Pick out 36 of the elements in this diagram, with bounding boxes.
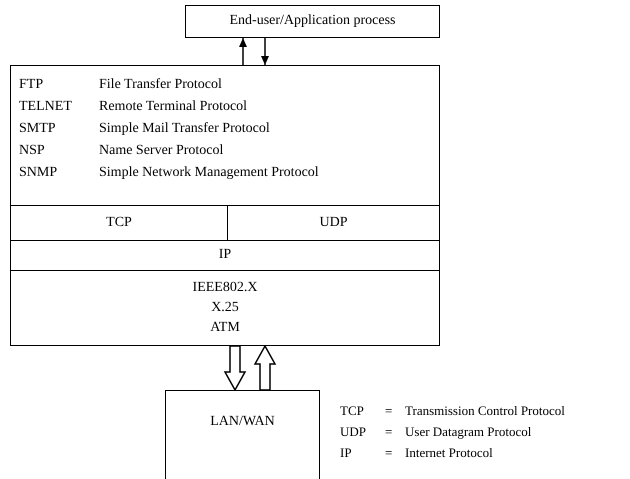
layer-text: End-user/Application process <box>228 12 396 29</box>
block-arrow <box>224 345 246 392</box>
legend-text: User Datagram Protocol <box>405 423 532 440</box>
legend-text: = <box>385 444 392 461</box>
legend-text: IP <box>340 444 352 461</box>
layer-text: SMTP <box>19 120 56 137</box>
legend-text: Transmission Control Protocol <box>405 402 565 419</box>
layer-text: NSP <box>19 142 45 159</box>
layer-text: UDP <box>318 214 348 230</box>
layer-text: IP <box>218 246 232 263</box>
layer-text: File Transfer Protocol <box>99 76 222 93</box>
layer-text: X.25 <box>210 298 240 316</box>
layer-text: LAN/WAN <box>209 413 276 430</box>
network-box <box>165 390 320 479</box>
layer-text: TELNET <box>19 98 72 115</box>
layer-text: ATM <box>209 318 241 336</box>
layer-text: TCP <box>105 214 133 230</box>
layer-text: SNMP <box>19 164 58 181</box>
layer-text: IEEE802.X <box>192 278 258 296</box>
legend-text: TCP <box>340 402 364 419</box>
layer-text: Name Server Protocol <box>99 142 224 159</box>
layer-text: Simple Network Management Protocol <box>99 164 319 181</box>
layer-text: Remote Terminal Protocol <box>99 98 248 115</box>
legend-text: = <box>385 423 392 440</box>
legend-text: UDP <box>340 423 366 440</box>
layer-text: Simple Mail Transfer Protocol <box>99 120 270 137</box>
protocol-layer <box>10 65 440 206</box>
arrow <box>261 38 269 65</box>
block-arrow <box>254 344 276 391</box>
process-box <box>185 5 440 38</box>
arrow <box>239 38 247 65</box>
legend-text: = <box>385 402 392 419</box>
protocol-layer <box>10 270 440 346</box>
legend-text: Internet Protocol <box>405 444 493 461</box>
layer-text: FTP <box>19 76 44 93</box>
protocol-layer <box>10 240 440 271</box>
